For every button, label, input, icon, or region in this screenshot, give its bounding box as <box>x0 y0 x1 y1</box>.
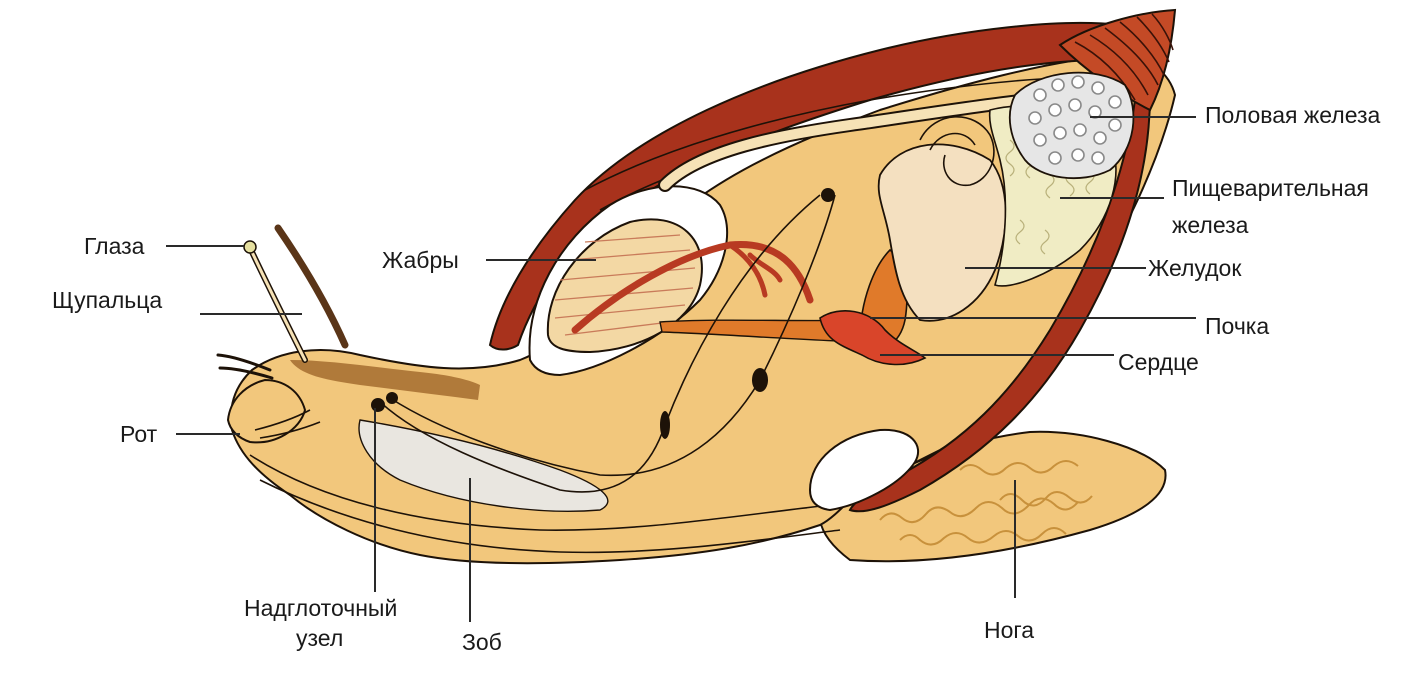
ganglion-1 <box>371 398 385 412</box>
label-crop: Зоб <box>462 629 502 655</box>
label-foot: Нога <box>984 617 1034 643</box>
label-kidney: Почка <box>1205 313 1269 339</box>
label-digestive-gland-line2: железа <box>1172 212 1249 238</box>
label-ganglion-line1: Надглоточный <box>244 595 397 621</box>
label-stomach: Желудок <box>1148 255 1242 281</box>
label-eyes: Глаза <box>84 233 145 259</box>
tentacle-small <box>218 355 272 378</box>
label-mouth: Рот <box>120 421 158 447</box>
label-tentacles: Щупальца <box>52 287 162 313</box>
eye-dot <box>244 241 256 253</box>
label-heart: Сердце <box>1118 349 1199 375</box>
label-gills: Жабры <box>382 247 459 273</box>
label-gonad: Половая железа <box>1205 102 1381 128</box>
gonad <box>1010 73 1134 179</box>
ganglion-pedal-1 <box>660 411 670 439</box>
ganglion-visceral <box>821 188 835 202</box>
label-ganglion-line2: узел <box>296 625 343 651</box>
tentacle-left-fill <box>252 252 305 360</box>
label-digestive-gland-line1: Пищеварительная <box>1172 175 1369 201</box>
ganglion-2 <box>386 392 398 404</box>
ganglion-pedal-2 <box>752 368 768 392</box>
